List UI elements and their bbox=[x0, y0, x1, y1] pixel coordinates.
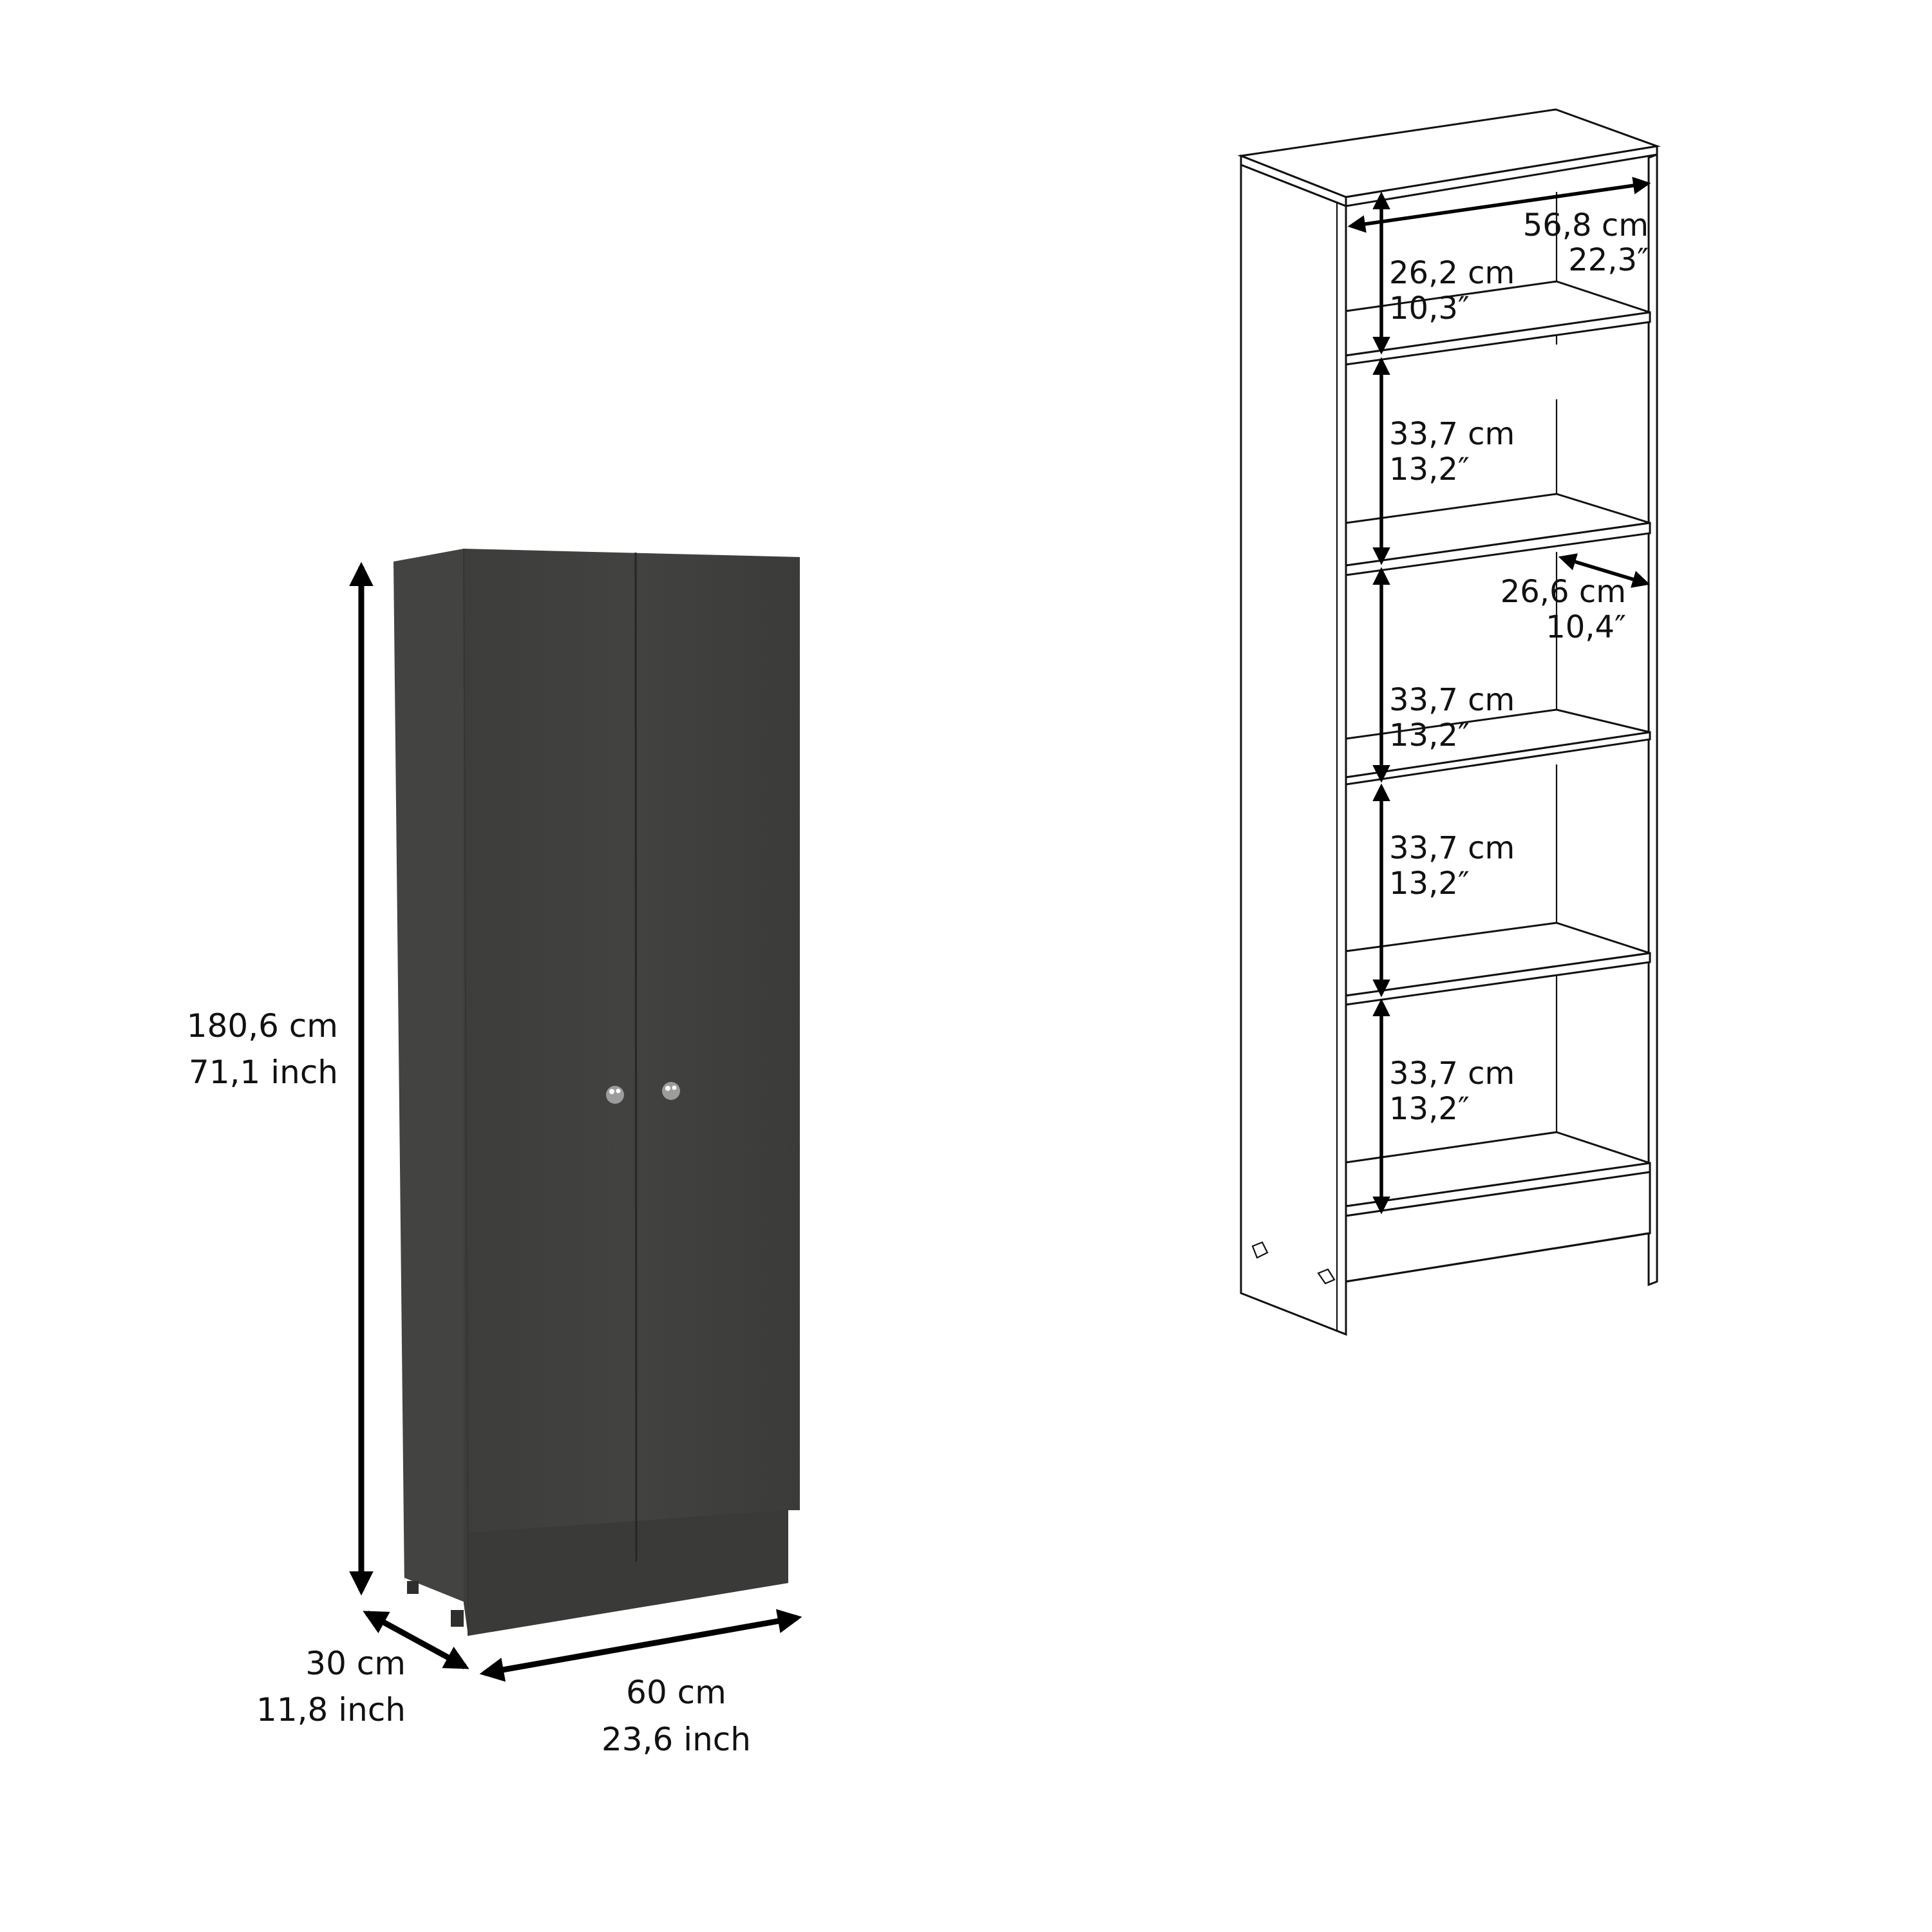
compartment-3-cm: 33,7 cm bbox=[1389, 682, 1515, 718]
compartment-1-inch: 10,3″ bbox=[1389, 290, 1470, 327]
shelf-depth-cm-label: 26,6 cm bbox=[1501, 574, 1626, 610]
shelf-bottom bbox=[1345, 1131, 1651, 1217]
closed-cabinet bbox=[393, 548, 800, 1636]
cabinet-plinth bbox=[468, 1510, 788, 1636]
shelf-depth-arrow bbox=[1558, 553, 1651, 588]
cabinet-front bbox=[464, 549, 800, 1636]
open-cabinet bbox=[1237, 108, 1661, 1336]
compartment-5-dimension: 33,7 cm 13,2″ bbox=[1372, 998, 1515, 1215]
compartment-1-dimension: 26,2 cm 10,3″ bbox=[1372, 191, 1515, 355]
left-side-panel bbox=[1240, 163, 1347, 1336]
width-inch-label: 23,6 inch bbox=[601, 1721, 751, 1758]
depth-cm-label: 30 cm bbox=[305, 1645, 406, 1682]
depth-arrow bbox=[363, 1611, 469, 1669]
height-inch-label: 71,1 inch bbox=[189, 1054, 338, 1091]
foot bbox=[1317, 1268, 1336, 1285]
depth-inch-label: 11,8 inch bbox=[256, 1691, 406, 1728]
compartment-4-inch: 13,2″ bbox=[1389, 866, 1470, 902]
cabinet-foot bbox=[451, 1610, 464, 1627]
compartment-5-inch: 13,2″ bbox=[1389, 1091, 1470, 1127]
width-cm-label: 60 cm bbox=[626, 1674, 726, 1711]
cabinet-foot bbox=[407, 1581, 419, 1594]
width-arrow bbox=[479, 1609, 802, 1682]
door-knob-right[interactable] bbox=[662, 1082, 680, 1100]
compartment-2-cm: 33,7 cm bbox=[1389, 416, 1515, 452]
foot bbox=[1251, 1241, 1269, 1259]
compartment-4-dimension: 33,7 cm 13,2″ bbox=[1372, 783, 1515, 998]
compartment-1-cm: 26,2 cm bbox=[1389, 255, 1515, 291]
shelf-depth-inch-label: 10,4″ bbox=[1546, 609, 1626, 645]
interior-width-cm-label: 56,8 cm bbox=[1523, 207, 1649, 243]
compartment-3-inch: 13,2″ bbox=[1389, 717, 1470, 753]
shelf-4 bbox=[1345, 922, 1651, 1006]
compartment-3-dimension: 33,7 cm 13,2″ bbox=[1372, 567, 1515, 783]
right-side-panel bbox=[1647, 153, 1658, 1287]
compartment-5-cm: 33,7 cm bbox=[1389, 1056, 1515, 1092]
compartment-2-inch: 13,2″ bbox=[1389, 451, 1470, 488]
interior-width-inch-label: 22,3″ bbox=[1568, 242, 1649, 278]
shelf-1 bbox=[1345, 280, 1651, 366]
bottom-plinth bbox=[1345, 1171, 1651, 1283]
door-knob-left[interactable] bbox=[606, 1086, 624, 1104]
compartment-2-dimension: 33,7 cm 13,2″ bbox=[1372, 357, 1515, 565]
shelf-2 bbox=[1345, 493, 1651, 576]
shelf-3 bbox=[1345, 708, 1651, 786]
height-cm-label: 180,6 cm bbox=[187, 1007, 338, 1045]
interior-width-arrow bbox=[1347, 176, 1651, 233]
compartment-4-cm: 33,7 cm bbox=[1389, 830, 1515, 866]
cabinet-side-panel bbox=[393, 549, 468, 1604]
cabinet-edge bbox=[463, 548, 469, 1636]
